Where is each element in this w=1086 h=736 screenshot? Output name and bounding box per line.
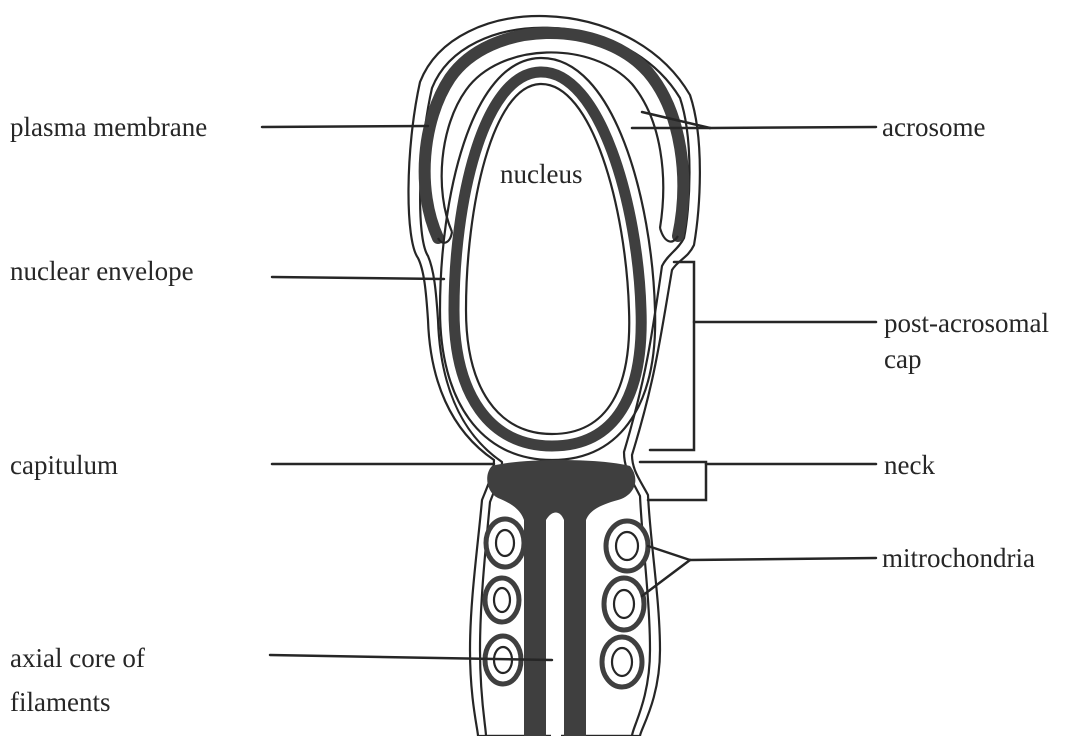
- label-mitochondria: mitrochondria: [882, 543, 1035, 573]
- bracket-neck: [640, 462, 706, 500]
- label-nuclear-envelope: nuclear envelope: [10, 256, 194, 286]
- mitochondrion: [486, 519, 524, 567]
- mitochondrion: [606, 521, 648, 571]
- mitochondrion: [485, 578, 519, 622]
- leader-nuclear-envelope: [272, 277, 444, 279]
- axial-core-gap: [551, 515, 561, 736]
- label-neck: neck: [884, 450, 935, 480]
- label-plasma-membrane: plasma membrane: [10, 112, 207, 142]
- label-post-acrosomal-line1: post-acrosomal: [884, 308, 1049, 338]
- label-axial-core-line1: axial core of: [10, 643, 145, 673]
- mitochondrion: [604, 578, 644, 630]
- leader-acrosome: [710, 127, 876, 128]
- label-nucleus: nucleus: [500, 159, 582, 189]
- leader-mitochondria: [690, 558, 876, 560]
- label-axial-core-line2: filaments: [10, 687, 110, 717]
- mitochondria-right: [602, 521, 648, 687]
- leader-mitochondria-b: [642, 560, 690, 596]
- label-acrosome: acrosome: [882, 112, 985, 142]
- mitochondrion: [602, 637, 642, 687]
- leader-plasma-membrane: [262, 126, 428, 127]
- label-capitulum: capitulum: [10, 450, 118, 480]
- label-post-acrosomal-line2: cap: [884, 344, 921, 374]
